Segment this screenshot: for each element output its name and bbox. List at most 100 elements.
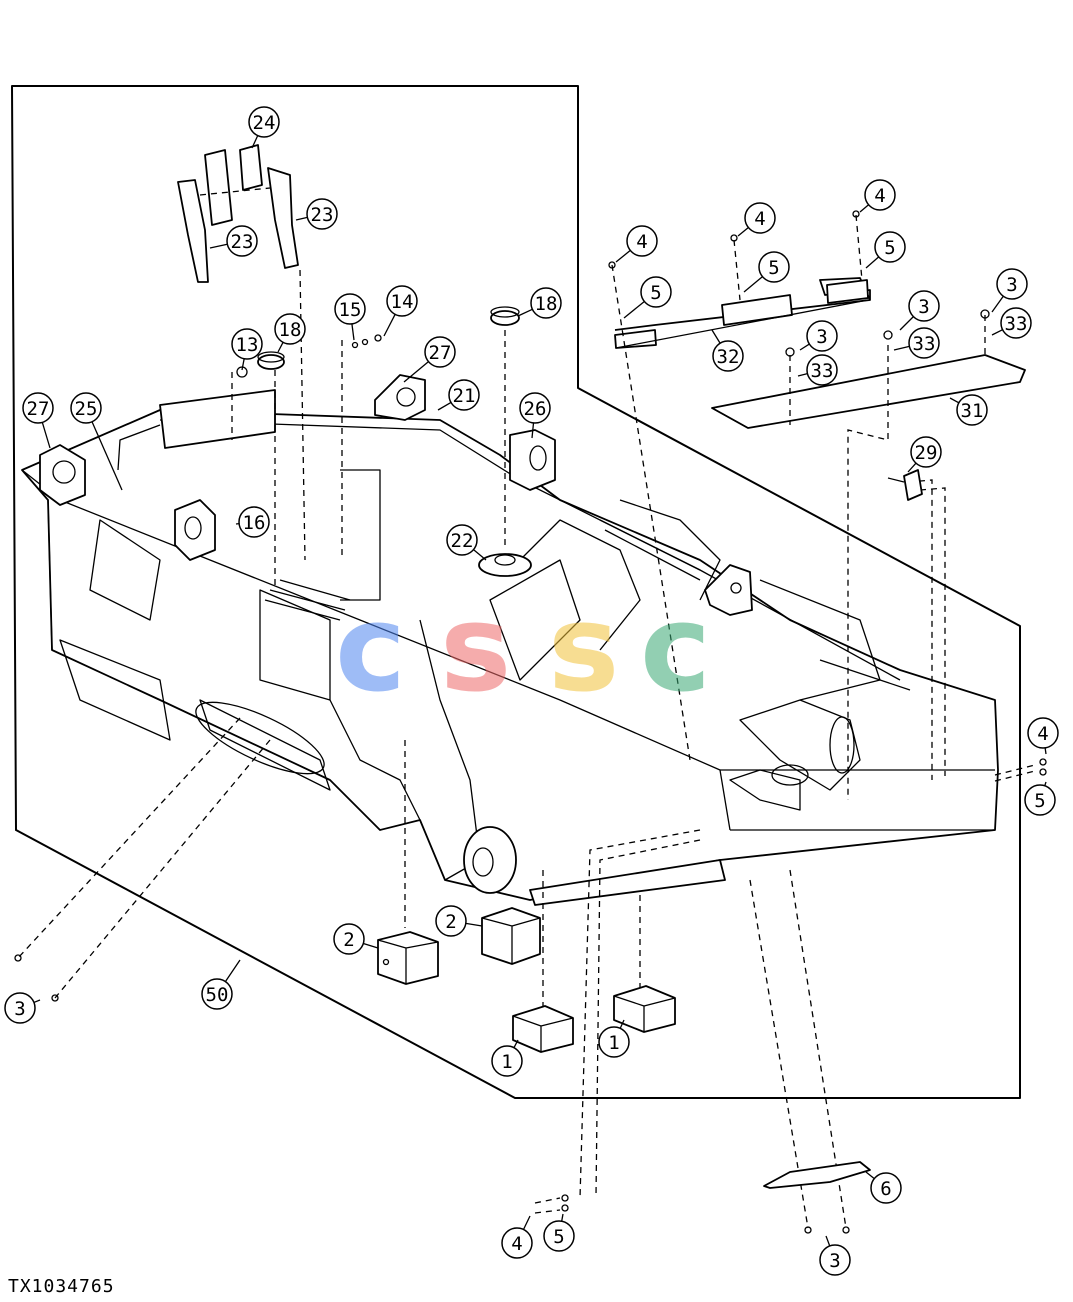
callout-balloon	[201, 978, 233, 1010]
callout-leader-line	[473, 549, 487, 561]
callout-leader-line	[351, 323, 355, 341]
callout-number: 33	[913, 333, 936, 355]
callout-32: 32	[711, 329, 744, 372]
callout-23: 23	[295, 198, 338, 230]
callout-balloon	[543, 1220, 575, 1252]
hardware-parts	[14, 210, 1047, 1234]
callout-balloon	[519, 392, 551, 424]
callout-leader-line	[437, 401, 452, 411]
callout-number: 29	[915, 442, 938, 464]
callout-33: 33	[991, 307, 1032, 339]
callout-balloon	[864, 179, 896, 211]
callout-balloon	[1027, 717, 1059, 749]
callout-balloon	[806, 320, 838, 352]
callout-5: 5	[1024, 781, 1056, 816]
callout-29: 29	[907, 436, 942, 473]
callout-4: 4	[501, 1215, 533, 1259]
callout-21: 21	[437, 379, 480, 411]
callout-3: 3	[799, 320, 838, 352]
callout-balloon	[386, 285, 418, 317]
callout-4: 4	[1027, 717, 1059, 755]
watermark-letter-s1: s	[440, 580, 511, 719]
callout-number: 18	[279, 319, 302, 341]
callout-leader-line	[949, 397, 960, 404]
callout-balloon	[908, 290, 940, 322]
callout-number: 3	[816, 326, 827, 348]
callout-number: 16	[243, 512, 266, 534]
callout-balloon	[870, 1172, 902, 1204]
callout-number: 27	[27, 398, 50, 420]
callout-number: 4	[511, 1233, 522, 1255]
callout-number: 33	[811, 360, 834, 382]
callout-number: 3	[14, 998, 25, 1020]
callout-balloon	[1024, 784, 1056, 816]
callout-balloon	[231, 328, 263, 360]
callout-5: 5	[623, 276, 672, 319]
callout-balloon	[908, 327, 940, 359]
callout-balloon	[956, 394, 988, 426]
callout-leader-line	[522, 1215, 531, 1230]
callout-number: 26	[524, 398, 547, 420]
callout-leader-line	[797, 373, 808, 377]
cover-plates-31-32	[614, 277, 1026, 429]
callout-3: 3	[4, 992, 41, 1024]
callout-leader-line	[41, 422, 51, 449]
callout-27: 27	[403, 336, 456, 383]
callout-balloon	[1000, 307, 1032, 339]
callout-18: 18	[517, 287, 562, 319]
callout-number: 50	[206, 984, 229, 1006]
callout-number: 1	[608, 1032, 619, 1054]
callout-balloon	[626, 225, 658, 257]
callout-balloon	[874, 231, 906, 263]
callout-balloon	[306, 198, 338, 230]
callout-balloon	[598, 1026, 630, 1058]
callout-leader-line	[277, 341, 284, 353]
callout-balloon	[530, 287, 562, 319]
callout-balloon	[334, 293, 366, 325]
watermark: c s s c	[335, 580, 711, 719]
callout-balloon	[435, 905, 467, 937]
callout-leader-line	[899, 316, 914, 331]
callout-balloon	[226, 225, 258, 257]
callout-24: 24	[248, 106, 280, 149]
callout-4: 4	[615, 225, 658, 263]
callout-4: 4	[859, 179, 896, 213]
callout-number: 14	[391, 291, 414, 313]
callout-1: 1	[598, 1019, 630, 1058]
callout-leader-line	[859, 204, 869, 213]
callout-leader-line	[743, 276, 763, 293]
main-frame-assembly	[21, 374, 999, 906]
callout-leader-line	[865, 1171, 875, 1180]
callout-balloon	[448, 379, 480, 411]
callout-balloon	[996, 268, 1028, 300]
callout-number: 2	[445, 911, 456, 933]
callout-balloon	[446, 524, 478, 556]
callout-15: 15	[334, 293, 366, 341]
callout-balloon	[238, 506, 270, 538]
callout-number: 22	[451, 530, 474, 552]
callout-leader-line	[623, 300, 645, 319]
callout-leader-line	[513, 1039, 519, 1049]
callout-leader-line	[991, 329, 1003, 336]
callout-balloon	[819, 1244, 851, 1276]
callout-5: 5	[865, 231, 906, 269]
callout-leader-line	[241, 358, 245, 371]
callout-number: 5	[768, 257, 779, 279]
callout-leader-line	[91, 421, 123, 491]
callout-number: 23	[311, 204, 334, 226]
callout-number: 4	[636, 231, 647, 253]
callout-2: 2	[333, 923, 379, 955]
callout-number: 18	[535, 293, 558, 315]
callout-23: 23	[209, 225, 258, 257]
callout-leader-line	[711, 329, 721, 344]
callout-number: 25	[75, 398, 98, 420]
callout-number: 23	[231, 231, 254, 253]
callout-50: 50	[201, 959, 241, 1010]
watermark-letter-c1: c	[335, 580, 406, 719]
callout-number: 5	[884, 237, 895, 259]
callout-33: 33	[797, 354, 838, 386]
callout-number: 3	[1006, 274, 1017, 296]
callout-number: 4	[754, 208, 765, 230]
